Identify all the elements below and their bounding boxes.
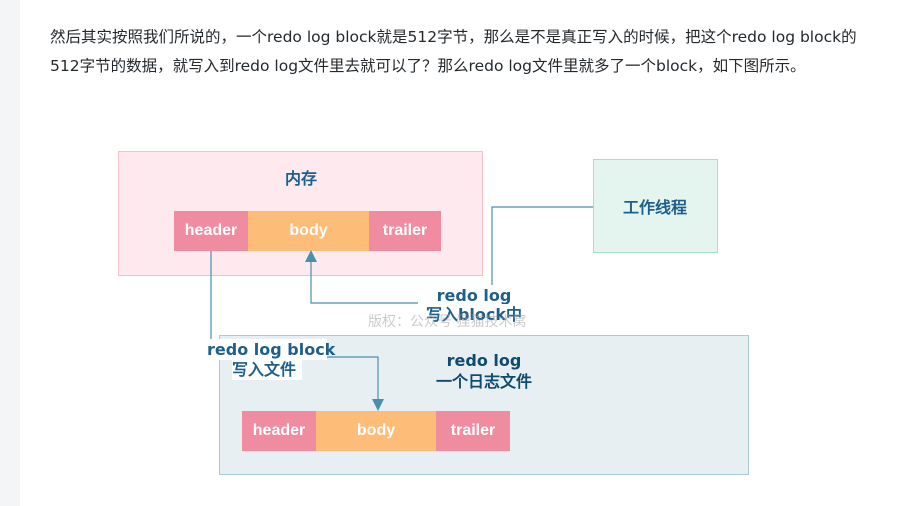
file-header-segment: header [242, 411, 316, 451]
file-title-line-2: 一个日志文件 [435, 372, 532, 391]
file-body-segment: body [316, 411, 436, 451]
memory-body-segment: body [248, 211, 369, 251]
left-margin-rule [0, 0, 20, 506]
paragraph-line-2: 512字节的数据，就写入到redo log文件里去就可以了？那么redo log… [50, 57, 806, 75]
paragraph-line-1: 然后其实按照我们所说的，一个redo log block就是512字节，那么是不… [50, 28, 857, 46]
memory-title: 内存 [284, 169, 317, 188]
memory-header-segment: header [174, 211, 248, 251]
copyright-watermark: 版权：公众号 狸猫技术窝 [368, 314, 527, 330]
file-trailer-segment: trailer [436, 411, 510, 451]
block-to-file-label-line-1: redo log block [207, 339, 336, 360]
block-to-file-label-line-2: 写入文件 [232, 359, 302, 380]
worker-thread-box [593, 159, 718, 253]
memory-trailer-segment: trailer [369, 211, 441, 251]
write-to-block-label-line-1: redo log [418, 285, 530, 306]
write-to-block-label-line-2: 写入block中 [418, 304, 530, 325]
file-title-line-1: redo log [446, 351, 522, 370]
worker-thread-title: 工作线程 [622, 198, 687, 217]
article-paragraph: 然后其实按照我们所说的，一个redo log block就是512字节，那么是不… [50, 23, 890, 81]
